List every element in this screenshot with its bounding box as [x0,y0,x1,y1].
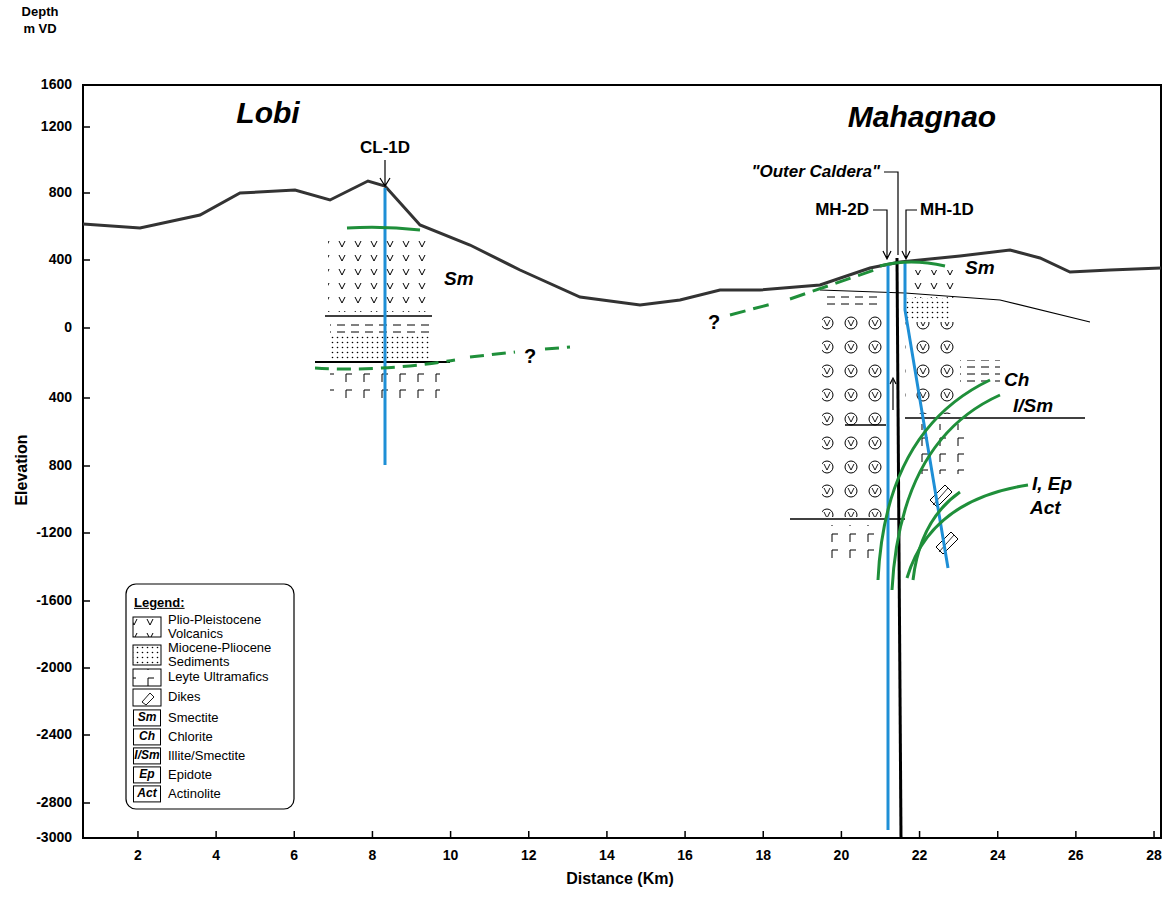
axis-tick [215,831,217,838]
uncertain-mark: ? [708,311,720,333]
area-name: Mahagnao [848,100,996,133]
tick-label: 20 [834,848,850,863]
axis-title: Elevation [13,434,31,505]
legend-text: Actinolite [168,787,286,801]
tick-label: 22 [912,848,928,863]
tick-label: -2800 [36,795,72,810]
axis-tick [83,532,90,534]
tick-label: 28 [1146,848,1162,863]
axis-tick [83,802,90,804]
tick-label: 10 [443,848,459,863]
tick-label: 26 [1068,848,1084,863]
axis-tick [83,397,90,399]
axis-tick [841,831,843,838]
legend-key: Act [133,785,161,802]
mineral-zone: Sm [444,269,474,290]
legend-text: Chlorite [168,730,286,744]
axis-tick [606,831,608,838]
legend-key: Ep [133,766,161,783]
legend-text: Epidote [168,768,286,782]
tick-label: 400 [49,252,72,267]
tick-label: 4 [212,848,220,863]
tick-label: 8 [369,848,377,863]
mineral-zone: I, Ep [1032,474,1072,495]
tick-label: -1200 [36,525,72,540]
tick-label: 12 [521,848,537,863]
axis-tick [137,831,139,838]
tick-label: -2000 [36,660,72,675]
tick-label: 24 [990,848,1006,863]
axis-tick [684,831,686,838]
legend-text: Plio-Pleistocene Volcanics [168,613,286,642]
mineral-zone: Act [1030,498,1061,519]
uncertain-mark: ? [524,345,536,367]
legend-key: Sm [133,709,161,726]
legend-text: Smectite [168,711,286,725]
legend-text: Miocene-Pliocene Sediments [168,641,286,670]
axis-tick [1153,831,1155,838]
well-name: CL-1D [360,139,410,158]
structure-name: "Outer Caldera" [751,163,880,182]
axis-tick [83,837,90,839]
axis-tick [83,600,90,602]
axis-tick [450,831,452,838]
legend-title: Legend: [134,596,185,610]
axis-tick [83,734,90,736]
tick-label: 2 [134,848,142,863]
mineral-zone: Sm [965,258,995,279]
tick-label: 16 [677,848,693,863]
axis-tick [83,465,90,467]
axis-tick [997,831,999,838]
legend-key: Ch [133,728,161,745]
area-name: Lobi [236,96,299,129]
axis-tick [1075,831,1077,838]
well-name: MH-2D [815,201,869,220]
axis-title: Distance (Km) [566,870,674,888]
tick-label: 800 [49,458,72,473]
axis-tick [83,259,90,261]
tick-label: -1600 [36,593,72,608]
legend-text: Leyte Ultramafics [168,670,286,684]
mineral-zone: Ch [1004,370,1029,391]
axis-tick [919,831,921,838]
tick-label: 0 [64,320,72,335]
tick-label: -2400 [36,727,72,742]
axis-tick [528,831,530,838]
tick-label: 400 [49,390,72,405]
tick-label: -3000 [36,830,72,845]
axis-unit: Depth [22,5,59,19]
axis-tick [83,126,90,128]
tick-label: 1600 [41,77,72,92]
axis-tick [372,831,374,838]
tick-label: 800 [49,185,72,200]
legend-key: I/Sm [133,747,161,764]
axis-tick [83,327,90,329]
axis-tick [294,831,296,838]
axis-tick [762,831,764,838]
axis-tick [83,192,90,194]
tick-label: 18 [755,848,771,863]
tick-label: 14 [599,848,615,863]
well-name: MH-1D [920,201,974,220]
axis-unit: m VD [23,22,56,36]
legend-text: Dikes [168,690,286,704]
tick-label: 6 [290,848,298,863]
axis-tick [83,84,90,86]
mineral-zone: I/Sm [1013,396,1053,417]
legend-text: Illite/Smectite [168,749,286,763]
tick-label: 1200 [41,119,72,134]
axis-tick [83,667,90,669]
